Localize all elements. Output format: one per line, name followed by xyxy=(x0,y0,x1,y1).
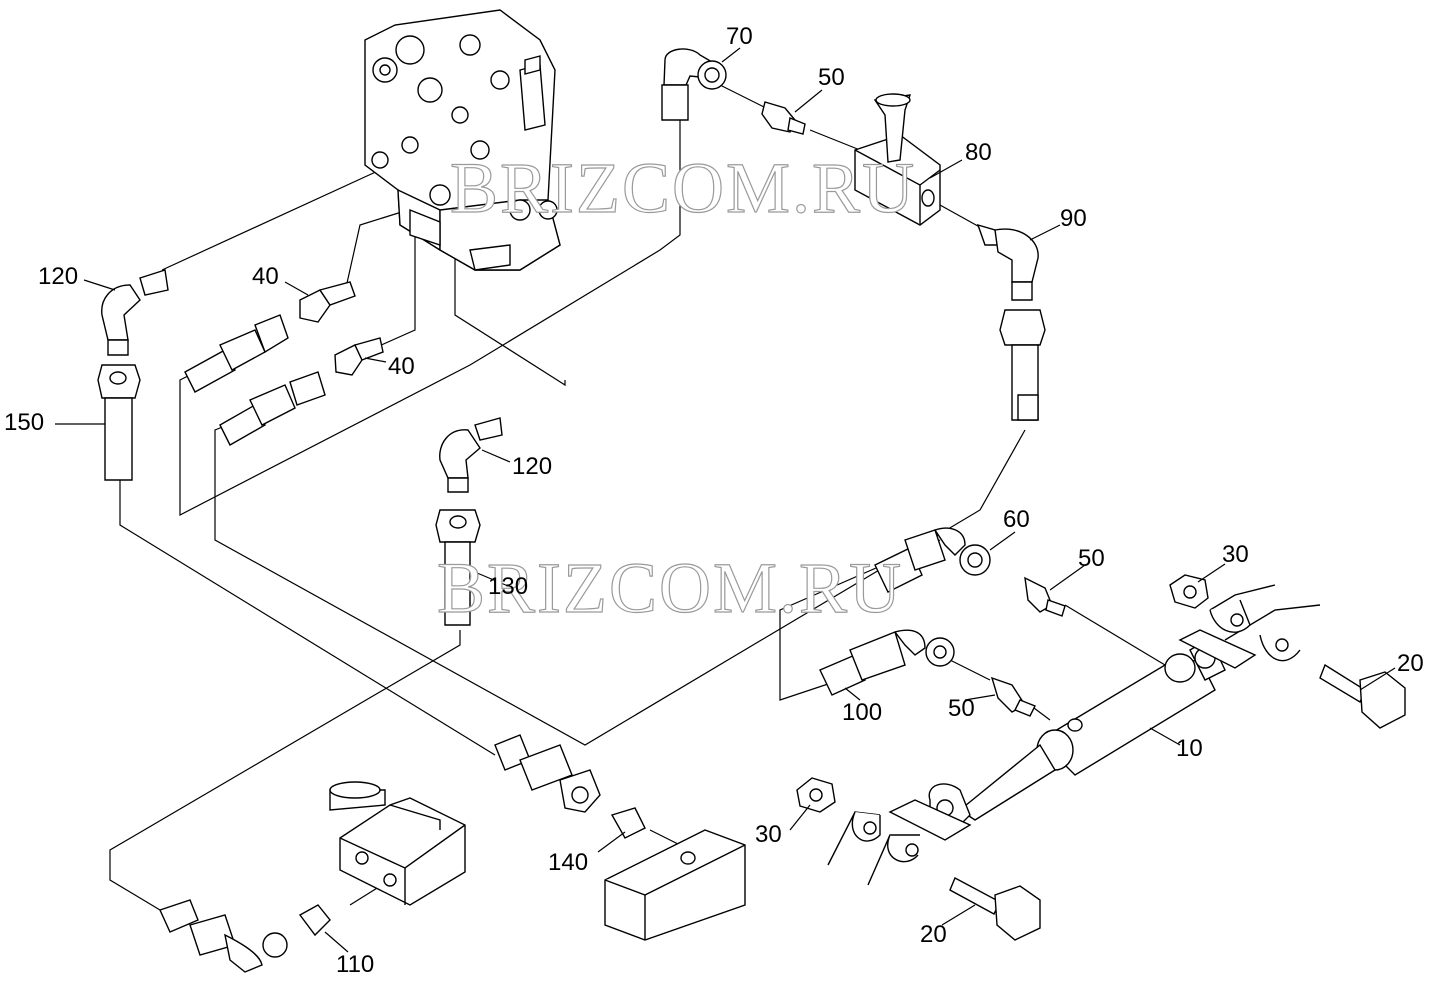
elbow-fitting-120-left xyxy=(101,269,169,356)
adapter-fitting-40-bottom xyxy=(334,337,384,376)
label-60: 60 xyxy=(1003,506,1030,533)
label-110: 110 xyxy=(336,951,374,978)
label-30-lower: 30 xyxy=(755,821,782,848)
watermark-middle: BRIZCOM.RU xyxy=(437,548,903,628)
adapter-fitting-50-mid xyxy=(1024,576,1066,617)
adapter-fitting-50-low xyxy=(990,676,1036,717)
mount-bracket-upper xyxy=(1178,584,1321,669)
hydraulic-cylinder-10 xyxy=(928,637,1226,836)
label-140: 140 xyxy=(548,849,588,876)
hose-end-upper xyxy=(184,314,289,393)
label-50-mid: 50 xyxy=(1078,545,1105,572)
label-50-top: 50 xyxy=(818,64,845,91)
label-90: 90 xyxy=(1060,205,1087,232)
nut-30-upper xyxy=(1169,574,1209,609)
mount-bracket-lower xyxy=(827,799,972,886)
port-block-140 xyxy=(604,829,746,941)
label-70: 70 xyxy=(726,23,753,50)
label-30-upper: 30 xyxy=(1222,541,1249,568)
hose-end-lower xyxy=(219,371,326,446)
hose-end-140 xyxy=(494,734,646,839)
label-120-left: 120 xyxy=(38,263,78,290)
bolt-20-upper xyxy=(1319,663,1406,729)
valve-block-110 xyxy=(329,781,466,906)
elbow-fitting-120-center xyxy=(439,417,503,493)
adapter-fitting-40-top xyxy=(299,281,356,323)
elbow-fitting-70 xyxy=(661,48,727,121)
hose-end-110 xyxy=(159,899,331,973)
label-150: 150 xyxy=(4,409,44,436)
label-40-bottom: 40 xyxy=(388,353,415,380)
hose-fitting-130 xyxy=(435,509,481,626)
label-120-center: 120 xyxy=(512,453,552,480)
part-labels: 70 50 80 90 120 40 40 150 120 60 30 50 1… xyxy=(4,23,1424,978)
hose-fitting-150 xyxy=(97,364,141,481)
hose-end-100 xyxy=(819,629,955,696)
elbow-fitting-90 xyxy=(976,223,1046,421)
adapter-fitting-50-top xyxy=(761,101,806,135)
label-10: 10 xyxy=(1176,735,1203,762)
label-20-upper: 20 xyxy=(1397,650,1424,677)
label-50-low: 50 xyxy=(948,695,975,722)
label-130: 130 xyxy=(488,573,528,600)
leader-lines xyxy=(55,47,1396,953)
hose-end-60 xyxy=(874,527,991,593)
label-40-top: 40 xyxy=(252,263,279,290)
valve-80 xyxy=(854,93,941,226)
control-valve-block xyxy=(364,9,561,271)
bolt-20-lower xyxy=(949,877,1041,941)
label-100: 100 xyxy=(842,699,882,726)
label-80: 80 xyxy=(965,139,992,166)
nut-30-lower xyxy=(796,777,836,813)
hose-lines xyxy=(109,84,1166,911)
label-20-lower: 20 xyxy=(920,921,947,948)
watermark-top: BRIZCOM.RU xyxy=(450,148,916,228)
